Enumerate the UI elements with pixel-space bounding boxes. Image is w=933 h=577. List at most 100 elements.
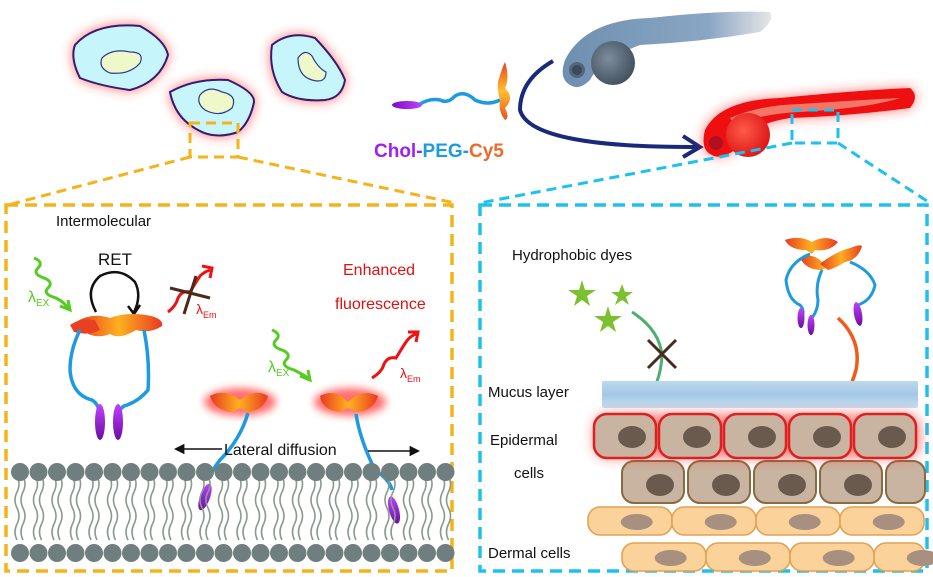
lipid-head — [140, 544, 159, 562]
lipid-tail — [88, 475, 94, 525]
lipid-head — [288, 544, 307, 562]
hydrophobic-dyes-label: Hydrophobic dyes — [512, 247, 632, 264]
lipid-tail — [353, 523, 357, 541]
lipid-tail — [365, 475, 372, 525]
lipid-head — [418, 463, 436, 481]
lipid-tail — [199, 475, 205, 525]
lipid-tail — [217, 475, 224, 525]
lipid-tail — [310, 523, 314, 541]
cell-3 — [270, 34, 347, 102]
lipid-tail — [69, 475, 76, 525]
cell-nucleus — [620, 514, 653, 530]
lipid-tail — [347, 475, 353, 525]
lipid-head — [325, 463, 344, 481]
cell-nucleus — [618, 426, 646, 448]
lipid-tail — [328, 475, 335, 525]
lipid-tail — [75, 475, 82, 525]
lipid-tail — [223, 523, 228, 541]
cells-group — [72, 24, 347, 137]
lipid-tail — [316, 523, 320, 541]
label-part-peg: PEG — [423, 141, 463, 162]
lipid-tail — [51, 523, 55, 541]
lipid-head — [399, 544, 418, 562]
lipid-tail — [328, 523, 333, 541]
cell-nucleus — [748, 426, 776, 448]
lipid-head — [344, 544, 362, 562]
cy5-dye-icon — [497, 62, 510, 120]
lipid-tail — [427, 475, 433, 525]
lipid-tail — [310, 475, 316, 525]
lipid-tail — [279, 475, 285, 525]
cholesterol-icon — [807, 315, 815, 335]
lipid-tail — [384, 475, 390, 525]
lipid-head — [48, 463, 66, 481]
cell-nucleus — [844, 474, 872, 496]
lipid-head — [307, 544, 325, 562]
lipid-tail — [236, 523, 240, 541]
cell-2 — [168, 78, 255, 137]
lipid-tail — [371, 475, 378, 525]
star-icon — [611, 284, 633, 305]
lipid-tail — [143, 475, 150, 525]
lipid-tail — [347, 523, 351, 541]
lipid-bilayer — [11, 463, 455, 562]
lambda-em-label: λEm — [400, 365, 421, 384]
blocked-emission-icon — [167, 264, 214, 315]
cell-nucleus — [683, 426, 711, 448]
floating-probes — [784, 237, 877, 335]
zebrafish-unstained — [562, 11, 772, 88]
cell-nucleus — [646, 474, 674, 496]
lipid-tail — [149, 523, 154, 541]
aggregated-dyes — [68, 314, 163, 440]
lipid-head — [66, 463, 85, 481]
lipid-tail — [445, 475, 452, 525]
lipid-tail — [149, 475, 156, 525]
arrowhead-icon — [127, 304, 142, 317]
arrowhead-icon — [681, 134, 704, 159]
label-part-sep2: - — [463, 141, 469, 162]
lipid-tail — [14, 523, 18, 541]
lipid-tail — [125, 475, 131, 525]
lipid-tail — [254, 475, 261, 525]
lipid-tail — [291, 523, 296, 541]
lipid-head — [29, 544, 48, 562]
lipid-tail — [291, 475, 298, 525]
lambda-subscript: Em — [203, 310, 217, 320]
cholesterol-icon — [95, 404, 105, 440]
cell-nucleus — [872, 514, 905, 530]
intermolecular-heading: Intermolecular — [56, 213, 151, 230]
lipid-tail — [168, 523, 172, 541]
lipid-tail — [242, 523, 246, 541]
ret-label: RET — [98, 250, 132, 269]
lipid-tail — [353, 475, 359, 525]
lipid-head — [362, 544, 381, 562]
lipid-tail — [279, 523, 283, 541]
blocked-x-icon — [646, 338, 678, 370]
lipid-tail — [260, 475, 267, 525]
cell-nucleus — [712, 474, 740, 496]
lipid-tail — [297, 475, 304, 525]
cell-nucleus — [822, 550, 855, 566]
left-zoom-indicator — [7, 121, 456, 207]
lipid-tail — [180, 523, 185, 541]
lipid-head — [251, 463, 270, 481]
lipid-tail — [273, 475, 279, 525]
lipid-tail — [365, 523, 370, 541]
lipid-tail — [217, 523, 222, 541]
lambda-ex-label: λEX — [28, 289, 50, 309]
lipid-head — [177, 544, 196, 562]
injection-arrow — [517, 59, 701, 150]
lipid-tail — [20, 523, 24, 541]
cell-nucleus — [788, 514, 821, 530]
lipid-tail — [51, 475, 57, 525]
lipid-head — [233, 544, 251, 562]
enhanced-label-line1: Enhanced — [343, 262, 415, 279]
label-part-cy5: Cy5 — [469, 141, 504, 162]
lipid-head — [381, 463, 399, 481]
lipid-head — [288, 463, 307, 481]
lipid-head — [140, 463, 159, 481]
lipid-tail — [94, 475, 100, 525]
lipid-head — [122, 544, 140, 562]
mucus-layer — [602, 381, 918, 408]
hydrophobic-dye-stars — [568, 280, 633, 332]
